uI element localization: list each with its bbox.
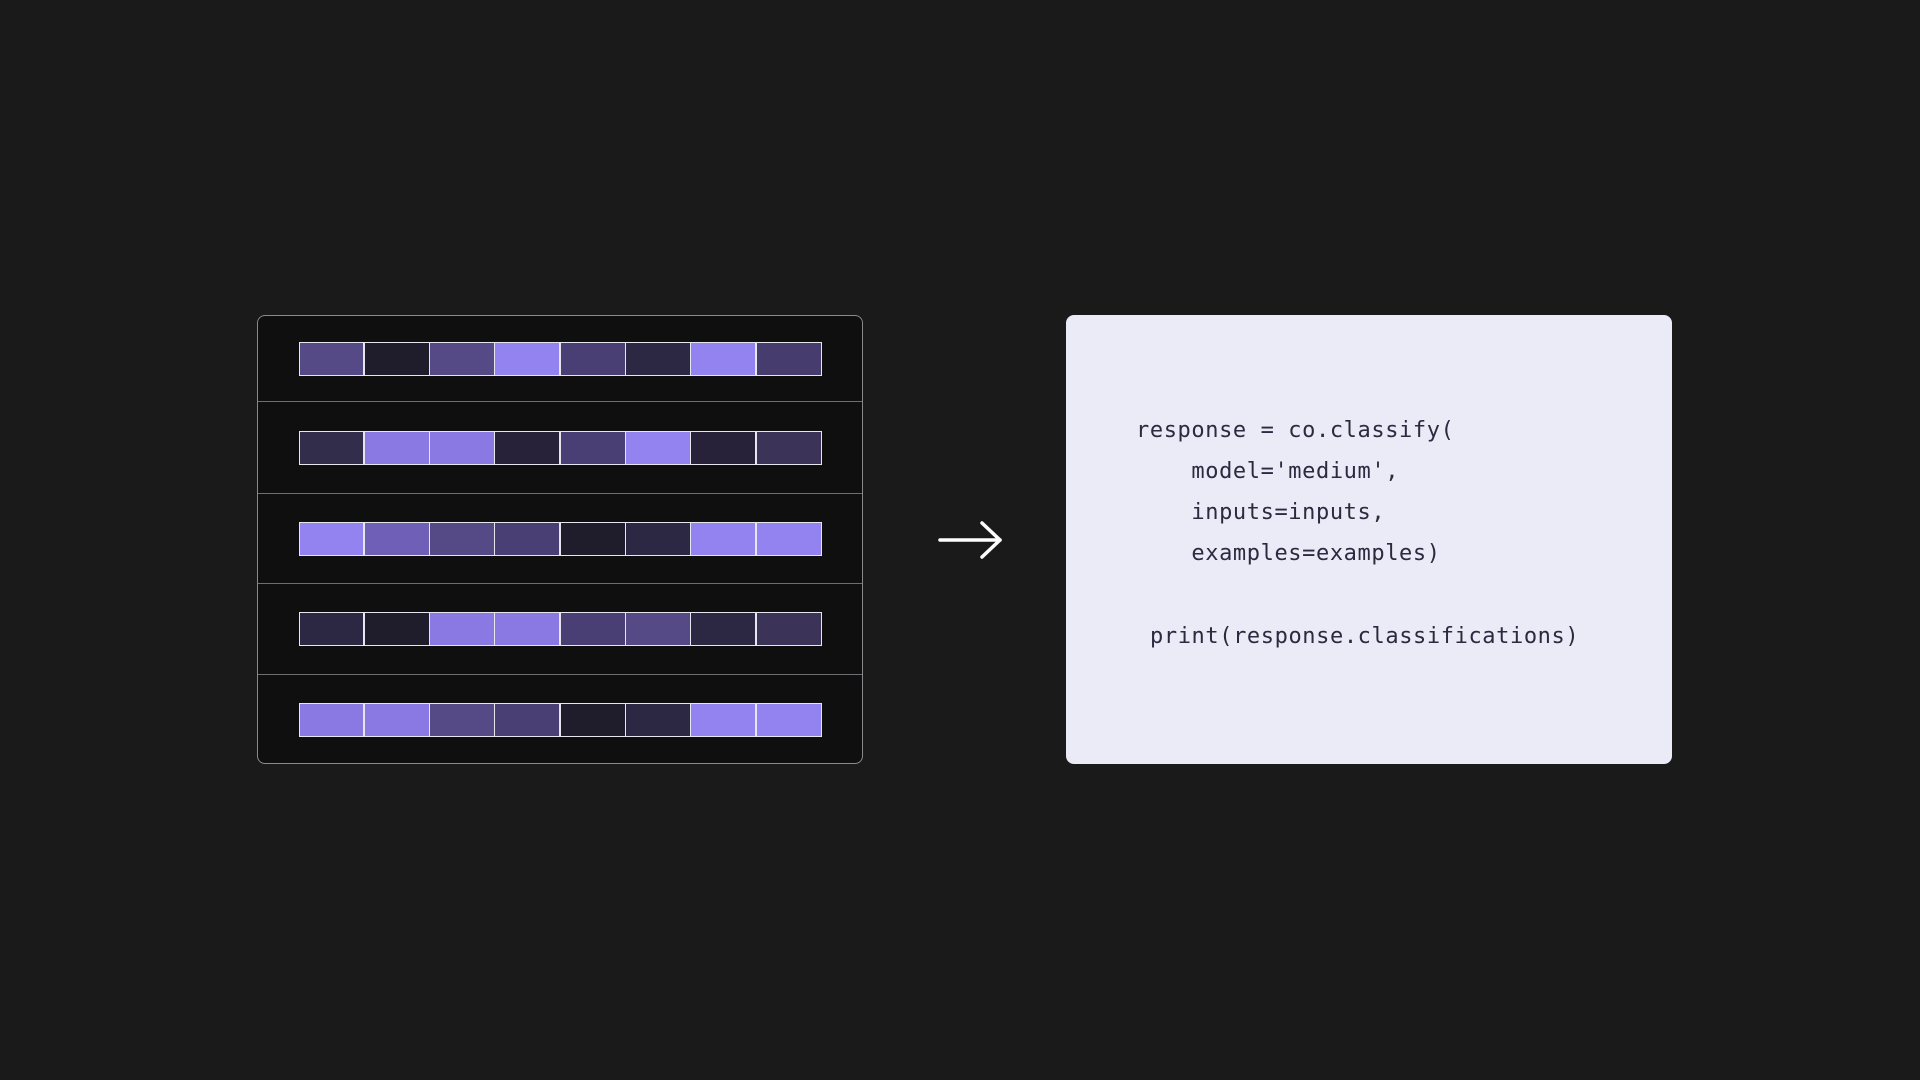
- vector-cell: [364, 343, 429, 375]
- vector-cell: [430, 431, 494, 464]
- vector-cell: [756, 523, 821, 555]
- vector-cell: [560, 431, 625, 464]
- row-divider: [258, 401, 862, 402]
- vector-cell: [626, 523, 690, 555]
- code-snippet-panel: response = co.classify( model='medium', …: [1066, 315, 1672, 764]
- vector-cell: [560, 704, 625, 736]
- vector-cell: [691, 613, 756, 645]
- vector-cell: [495, 613, 560, 645]
- embedding-vector: [298, 703, 822, 737]
- vector-cell: [626, 704, 690, 736]
- vector-cell: [299, 343, 364, 375]
- embedding-row: [258, 402, 862, 493]
- code-line: model='medium',: [1136, 459, 1400, 484]
- vector-cell: [756, 431, 821, 464]
- vector-cell: [430, 704, 494, 736]
- vector-cell: [299, 613, 364, 645]
- embedding-vector: [298, 522, 822, 556]
- embedding-vector: [298, 612, 822, 646]
- embedding-panel: [257, 315, 863, 764]
- vector-cell: [691, 343, 756, 375]
- vector-cell: [430, 343, 494, 375]
- row-divider: [258, 674, 862, 675]
- vector-cell: [756, 343, 821, 375]
- vector-cell: [364, 704, 429, 736]
- row-divider: [258, 583, 862, 584]
- code-line: response = co.classify(: [1136, 418, 1455, 443]
- vector-cell: [560, 343, 625, 375]
- vector-cell: [299, 523, 364, 555]
- vector-cell: [691, 704, 756, 736]
- code-line: examples=examples): [1136, 541, 1441, 566]
- vector-cell: [626, 343, 690, 375]
- embedding-vector: [298, 342, 822, 376]
- vector-cell: [495, 704, 560, 736]
- vector-cell: [626, 431, 690, 464]
- vector-cell: [430, 523, 494, 555]
- vector-cell: [364, 613, 429, 645]
- code-line: print(response.classifications): [1150, 624, 1580, 649]
- vector-cell: [495, 343, 560, 375]
- vector-cell: [560, 613, 625, 645]
- vector-cell: [756, 704, 821, 736]
- embedding-row: [258, 584, 862, 674]
- vector-cell: [691, 523, 756, 555]
- embedding-row: [258, 316, 862, 402]
- vector-cell: [626, 613, 690, 645]
- embedding-row: [258, 675, 862, 763]
- vector-cell: [299, 704, 364, 736]
- vector-cell: [299, 431, 364, 464]
- vector-cell: [495, 523, 560, 555]
- embedding-row: [258, 494, 862, 584]
- right-arrow-icon: [938, 521, 1002, 559]
- embedding-vector: [298, 430, 822, 465]
- vector-cell: [756, 613, 821, 645]
- vector-cell: [495, 431, 560, 464]
- vector-cell: [364, 523, 429, 555]
- row-divider: [258, 493, 862, 494]
- vector-cell: [364, 431, 429, 464]
- vector-cell: [430, 613, 494, 645]
- code-line: inputs=inputs,: [1136, 500, 1386, 525]
- vector-cell: [560, 523, 625, 555]
- vector-cell: [691, 431, 756, 464]
